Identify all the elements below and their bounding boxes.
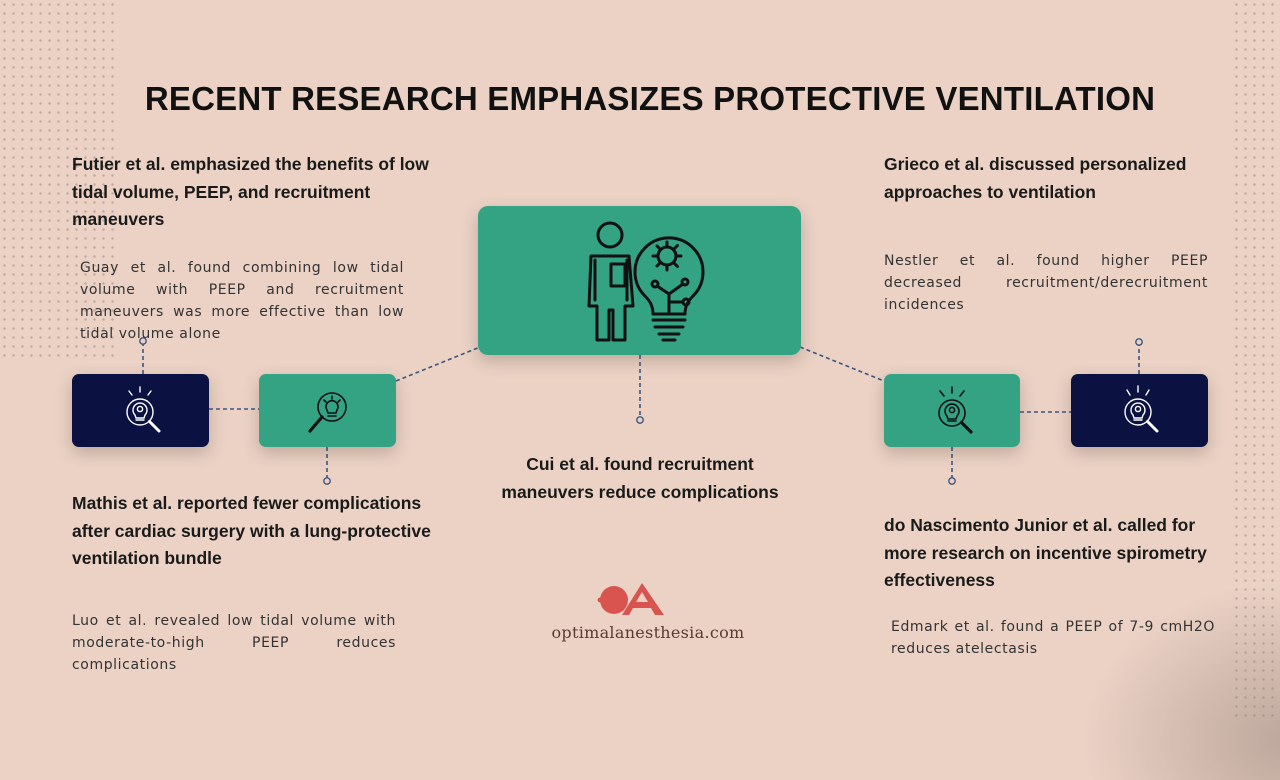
oa-logo-icon xyxy=(597,583,664,615)
dot-pattern-left xyxy=(0,0,115,360)
nascimento-heading: do Nascimento Junior et al. called for m… xyxy=(884,515,1207,590)
edmark-text: Edmark et al. found a PEEP of 7-9 cmH2O … xyxy=(891,619,1215,657)
lightbulb-magnifier-icon xyxy=(1124,385,1159,433)
connector-node xyxy=(323,477,331,485)
connector-right-center xyxy=(799,346,885,382)
green-box-right xyxy=(884,374,1020,447)
lightbulb-magnifier-icon xyxy=(126,386,161,433)
brand-logo xyxy=(548,580,758,650)
green-box-center xyxy=(478,206,801,355)
lightbulb-magnifier-icon xyxy=(938,386,973,434)
connector-node xyxy=(636,416,644,424)
futier-heading: Futier et al. emphasized the benefits of… xyxy=(72,154,429,229)
connector-node xyxy=(948,477,956,485)
page-title: RECENT RESEARCH EMPHASIZES PROTECTIVE VE… xyxy=(144,80,1156,117)
brand-url: optimalanesthesia.com xyxy=(551,623,745,642)
navy-box-right xyxy=(1071,374,1208,447)
connector-lines xyxy=(139,337,1143,485)
green-box-left xyxy=(259,374,396,447)
connector-left-center xyxy=(395,346,481,382)
lightbulb-magnifier-icon xyxy=(308,392,347,433)
connector-node xyxy=(1135,338,1143,346)
nestler-text: Nestler et al. found higher PEEP decreas… xyxy=(884,253,1208,313)
mathis-heading: Mathis et al. reported fewer complicatio… xyxy=(72,493,431,568)
guay-text: Guay et al. found combining low tidal vo… xyxy=(80,260,404,342)
connector-node xyxy=(139,337,147,345)
navy-box-left xyxy=(72,374,209,447)
cui-heading: Cui et al. found recruitment maneuvers r… xyxy=(501,454,779,502)
grieco-heading: Grieco et al. discussed personalized app… xyxy=(884,154,1187,202)
luo-text: Luo et al. revealed low tidal volume wit… xyxy=(72,613,396,673)
researcher-lightbulb-gear-icon xyxy=(587,221,705,342)
